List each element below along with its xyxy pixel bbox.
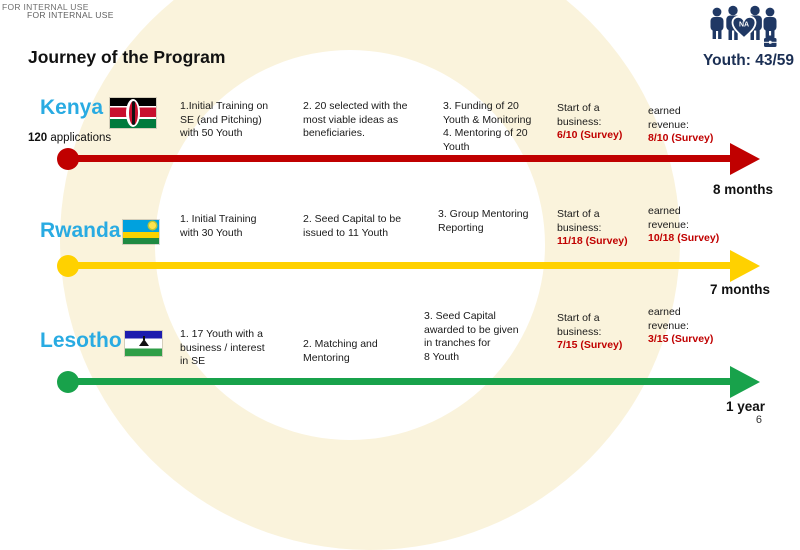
briefcase-icon [764,35,777,47]
milestone-3: 3. Funding of 20 Youth & Monitoring 4. M… [443,100,532,153]
business-value: 7/15 (Survey) [557,339,623,351]
revenue-label: earned revenue: [648,306,689,332]
milestone-1: 1. Initial Training with 30 Youth [180,213,257,239]
timeline-row-lesotho: Lesotho 1. 17 Youth with a business / in… [0,305,800,415]
business-metric: Start of a business: 6/10 (Survey) [557,102,622,143]
page-title: Journey of the Program [28,47,226,67]
rwanda-flag-icon [123,220,159,244]
watermark-line1: FOR INTERNAL USE [2,2,89,12]
background-ring-inner [155,50,545,440]
duration-label: 1 year [725,399,765,414]
heart-icon: NA [731,15,757,40]
arrow-shaft [68,262,732,269]
milestone-2: 2. Seed Capital to be issued to 11 Youth [303,213,402,239]
timeline-row-kenya: Kenya 120 applications 1.Initial Trainin… [0,96,800,206]
country-label-kenya: Kenya [40,96,104,119]
milestone-1: 1.Initial Training on SE (and Pitching) … [180,100,269,139]
arrow-head-icon [730,143,760,175]
arrow-shaft [68,155,732,162]
revenue-value: 8/10 (Survey) [648,132,714,144]
lesotho-flag-icon [125,331,162,356]
milestone-3: 3. Group Mentoring Reporting [438,208,529,234]
milestone-1: 1. 17 Youth with a business / interest i… [180,328,265,367]
timeline-row-rwanda: Rwanda 1. Initial Training with 30 Youth… [0,203,800,313]
milestone-2: 2. 20 selected with the most viable idea… [303,100,408,139]
business-label: Start of a business: [557,102,602,128]
revenue-metric: earned revenue: 8/10 (Survey) [648,105,713,146]
country-label-rwanda: Rwanda [40,219,121,242]
arrow-shaft [68,378,732,385]
business-metric: Start of a business: 11/18 (Survey) [557,208,628,249]
duration-label: 8 months [712,182,773,197]
milestone-2: 2. Matching and Mentoring [303,338,378,364]
revenue-label: earned revenue: [648,205,689,231]
applications-count: 120 applications [28,132,112,144]
business-value: 6/10 (Survey) [557,129,623,141]
milestone-3: 3. Seed Capital awarded to be given in t… [424,310,519,363]
svg-text:NA: NA [739,22,749,29]
page-number: 6 [755,414,762,426]
business-value: 11/18 (Survey) [557,235,628,247]
country-label-lesotho: Lesotho [40,329,122,352]
business-label: Start of a business: [557,208,602,234]
youth-counter: Youth: 43/59 [702,52,794,69]
timeline-arrow [0,203,800,313]
youth-group-icon: NA [710,5,777,47]
arrow-head-icon [730,250,760,282]
watermark-line2: FOR INTERNAL USE [27,10,114,20]
business-label: Start of a business: [557,312,602,338]
revenue-value: 10/18 (Survey) [648,232,720,244]
business-metric: Start of a business: 7/15 (Survey) [557,312,622,353]
arrow-head-icon [730,366,760,398]
revenue-value: 3/15 (Survey) [648,333,714,345]
duration-label: 7 months [709,282,770,297]
revenue-label: earned revenue: [648,105,689,131]
timeline-arrow [0,96,800,206]
kenya-flag-icon [110,98,156,128]
revenue-metric: earned revenue: 10/18 (Survey) [648,205,719,246]
revenue-metric: earned revenue: 3/15 (Survey) [648,306,713,347]
timeline-arrow [0,305,800,415]
